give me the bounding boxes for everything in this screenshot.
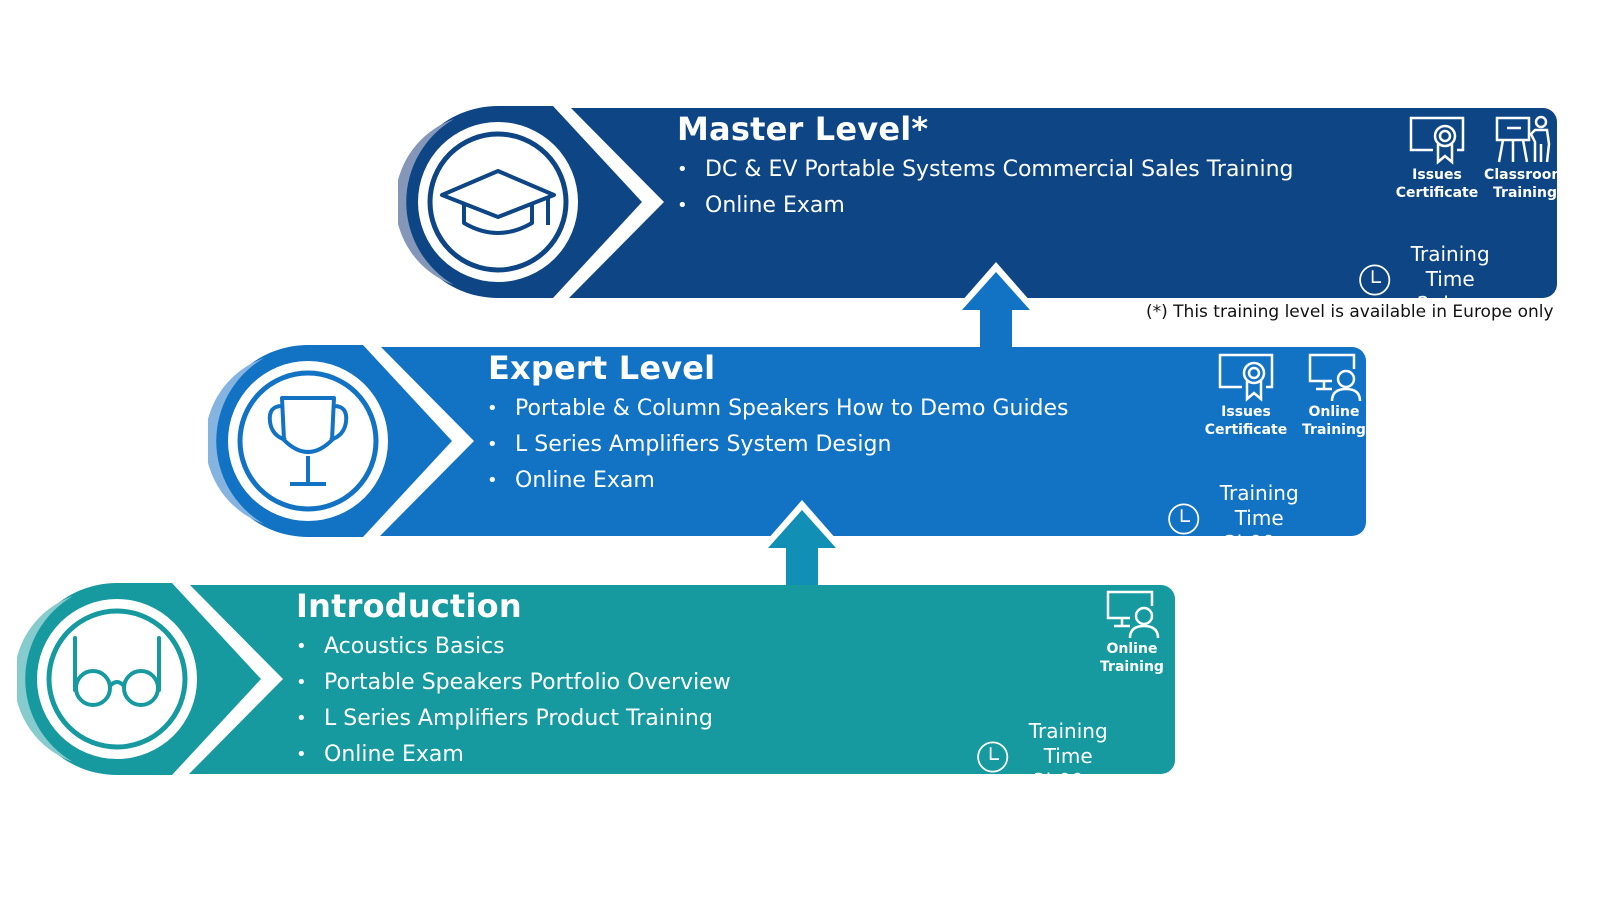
introduction-level-title: Introduction [296,587,522,625]
online-training-feature: Online Training [1093,588,1171,676]
list-item: L Series Amplifiers System Design [487,427,1069,463]
clock-icon [1168,503,1200,534]
training-time-label: Training Time [1028,719,1108,768]
master-level-badge [398,106,664,298]
trophy-icon [267,396,349,486]
introduction-level-items: Acoustics Basics Portable Speakers Portf… [296,629,731,773]
training-time-value: 3h00m [1224,531,1295,555]
expert-training-time: Training Time 3h00m [1167,481,1306,556]
graduation-cap-icon [440,169,556,235]
clock-icon [977,741,1009,772]
master-level-items: DC & EV Portable Systems Commercial Sale… [677,152,1294,224]
training-time-value: 3h00m [1033,769,1104,793]
expert-level-title: Expert Level [488,349,716,387]
list-item: Portable & Column Speakers How to Demo G… [487,391,1069,427]
online-training-feature: Online Training [1295,351,1373,439]
expert-level-features: Issues Certificate Online Training [1204,351,1373,439]
online-training-icon [1106,590,1160,639]
master-training-time: Training Time 2 days [1358,242,1497,317]
list-item: Online Exam [677,188,1294,224]
list-item: Online Exam [296,737,731,773]
introduction-level-badge [17,583,283,775]
issues-certificate-feature: Issues Certificate [1395,114,1479,202]
online-training-icon [1308,353,1362,402]
list-item: Portable Speakers Portfolio Overview [296,665,731,701]
certificate-icon [1218,353,1274,402]
certificate-icon [1409,116,1465,165]
list-item: L Series Amplifiers Product Training [296,701,731,737]
online-training-label: Online Training [1302,404,1366,438]
classroom-icon [1495,115,1551,163]
master-level-features: Issues Certificate Classroom Training [1395,114,1566,202]
classroom-training-feature: Classroom Training [1484,114,1566,202]
issues-certificate-label: Issues Certificate [1395,167,1479,201]
footnote: (*) This training level is available in … [1146,302,1554,322]
master-level-title: Master Level* [677,110,929,148]
introduction-training-time: Training Time 3h00m [976,719,1115,794]
online-training-label: Online Training [1100,641,1164,675]
up-arrow-icon [954,262,1038,348]
list-item: Acoustics Basics [296,629,731,665]
list-item: DC & EV Portable Systems Commercial Sale… [677,152,1294,188]
up-arrow-icon [760,500,844,586]
classroom-training-label: Classroom Training [1484,167,1566,201]
list-item: Online Exam [487,463,1069,499]
glasses-icon [73,636,161,707]
training-time-value: 2 days [1417,292,1484,316]
training-time-label: Training Time [1219,481,1299,530]
clock-icon [1359,264,1391,295]
expert-level-badge [208,345,474,537]
issues-certificate-label: Issues Certificate [1204,404,1288,438]
training-time-label: Training Time [1410,242,1490,291]
introduction-level-features: Online Training [1093,588,1171,676]
expert-level-items: Portable & Column Speakers How to Demo G… [487,391,1069,499]
issues-certificate-feature: Issues Certificate [1204,351,1288,439]
